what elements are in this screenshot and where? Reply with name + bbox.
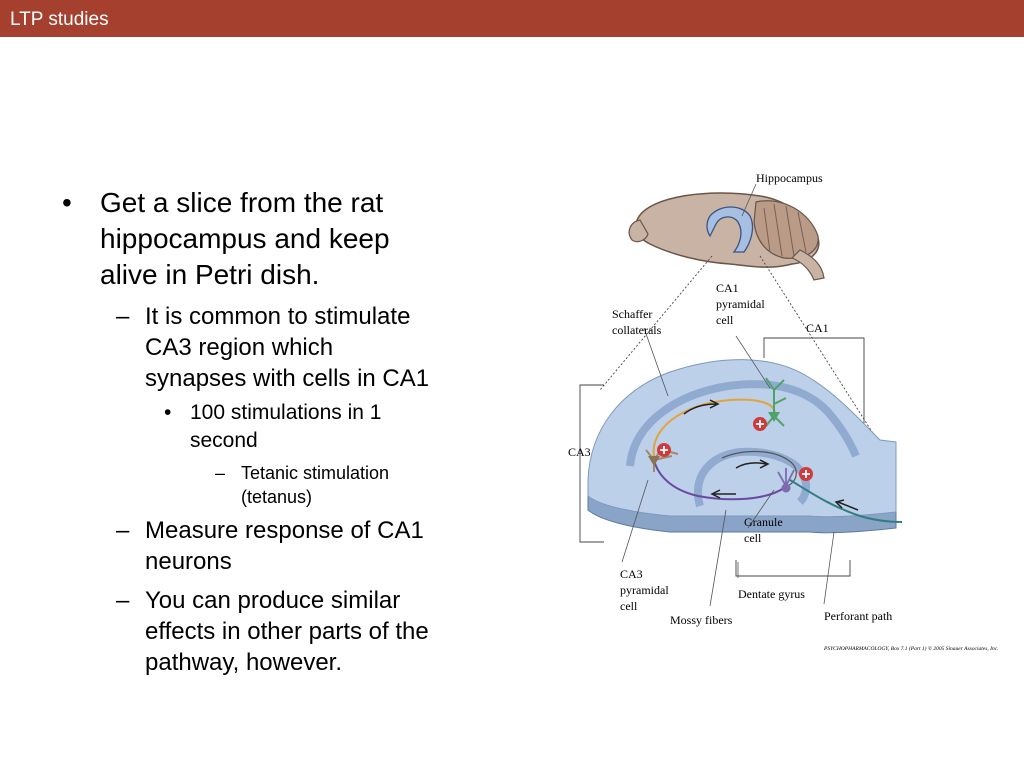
label-dentate-gyrus: Dentate gyrus: [738, 587, 805, 601]
sub-bullet-3-line: effects in other parts of the: [145, 618, 429, 645]
level-4-bullet-1-line: (tetanus): [241, 487, 313, 507]
sub-sub-bullet-1-line: second: [190, 429, 258, 452]
label-ca3-pyramidal: pyramidal: [620, 583, 669, 597]
perforant-arrow: [834, 499, 859, 511]
bullet-mark: •: [62, 187, 72, 218]
perforant-path-axon: [789, 479, 903, 523]
dash-mark: –: [116, 303, 130, 330]
label-ca1-pyramidal: pyramidal: [716, 297, 765, 311]
mossy-fiber-axon: [653, 459, 785, 501]
label-schaffer-collaterals: collaterals: [612, 323, 662, 337]
label-granule-cell: Granule: [744, 515, 783, 529]
sub-bullet-3: You can produce similar effects in other…: [145, 585, 429, 678]
rat-brain-illustration: Hippocampus: [628, 171, 825, 281]
sub-bullet-1: It is common to stimulate CA3 region whi…: [145, 301, 429, 394]
sub-bullet-2: Measure response of CA1 neurons: [145, 515, 424, 577]
ca1-neuron: [765, 377, 787, 427]
dash-mark: –: [116, 517, 130, 544]
dash-mark: –: [215, 463, 226, 483]
label-ca3-pyramidal: cell: [620, 599, 638, 613]
olfactory-bulb: [628, 219, 649, 243]
label-mossy-fibers: Mossy fibers: [670, 613, 733, 627]
label-granule-cell: cell: [744, 531, 762, 545]
hippocampus-region: [706, 206, 754, 253]
label-hippocampus: Hippocampus: [756, 171, 823, 185]
sub-bullet-3-line: You can produce similar: [145, 587, 401, 614]
sub-bullet-1-line: CA3 region which: [145, 334, 334, 361]
sub-bullet-1-line: synapses with cells in CA1: [145, 365, 430, 392]
ca3-neuron: [645, 447, 679, 472]
label-schaffer-collaterals: Schaffer: [612, 307, 652, 321]
plus-badge-ca3: [657, 443, 671, 457]
label-ca3-pyramidal: CA3: [620, 567, 643, 581]
ca3-bracket: [579, 384, 604, 543]
bullet-mark: •: [164, 401, 172, 424]
slide-title: LTP studies: [10, 9, 109, 30]
leader-hippocampus: [741, 183, 757, 217]
sub-bullet-1-line: It is common to stimulate: [145, 303, 411, 330]
pyramidal-layer: [626, 380, 860, 467]
dentate-inner-path: [721, 450, 797, 487]
label-leader-lines: [621, 327, 835, 607]
level-4-bullet-1: Tetanic stimulation (tetanus): [241, 461, 389, 509]
hippocampus-figure: Hippocampus: [568, 171, 999, 652]
label-ca1-pyramidal: cell: [716, 313, 734, 327]
sub-bullet-2-line: neurons: [145, 548, 232, 575]
cerebellum-folds: [763, 203, 807, 257]
plus-badge-ca1: [753, 417, 767, 431]
sub-sub-bullet-1-line: 100 stimulations in 1: [190, 401, 382, 424]
bullet-1-line: alive in Petri dish.: [100, 259, 320, 290]
schaffer-collateral-axon: [652, 398, 776, 457]
brainstem: [790, 249, 825, 281]
bullet-1: Get a slice from the rat hippocampus and…: [100, 185, 390, 293]
dash-mark: –: [116, 587, 130, 614]
ca1-bracket: [763, 337, 865, 428]
sub-bullet-2-line: Measure response of CA1: [145, 517, 424, 544]
label-ca1: CA1: [806, 321, 829, 335]
granule-cell: [777, 468, 795, 493]
sub-bullet-3-line: pathway, however.: [145, 649, 343, 676]
label-ca3: CA3: [568, 445, 591, 459]
label-perforant-path: Perforant path: [824, 609, 892, 623]
cerebellum: [753, 200, 819, 259]
sub-sub-bullet-1: 100 stimulations in 1 second: [190, 399, 381, 455]
figure-credit: PSYCHOPHARMACOLOGY, Box 7.1 (Part 1) © 2…: [823, 645, 999, 652]
dentate-bracket: [735, 560, 851, 577]
dentate-arrow: [735, 459, 770, 469]
label-ca1-pyramidal: CA1: [716, 281, 739, 295]
title-bar: LTP studies: [0, 0, 1024, 37]
plus-badge-granule: [799, 467, 813, 481]
bullet-1-line: hippocampus and keep: [100, 223, 390, 254]
mossy-arrow: [710, 489, 736, 499]
projection-lines: [599, 255, 891, 461]
level-4-bullet-1-line: Tetanic stimulation: [241, 463, 390, 483]
schaffer-arrow: [683, 399, 720, 415]
bullet-1-line: Get a slice from the rat: [100, 187, 384, 218]
